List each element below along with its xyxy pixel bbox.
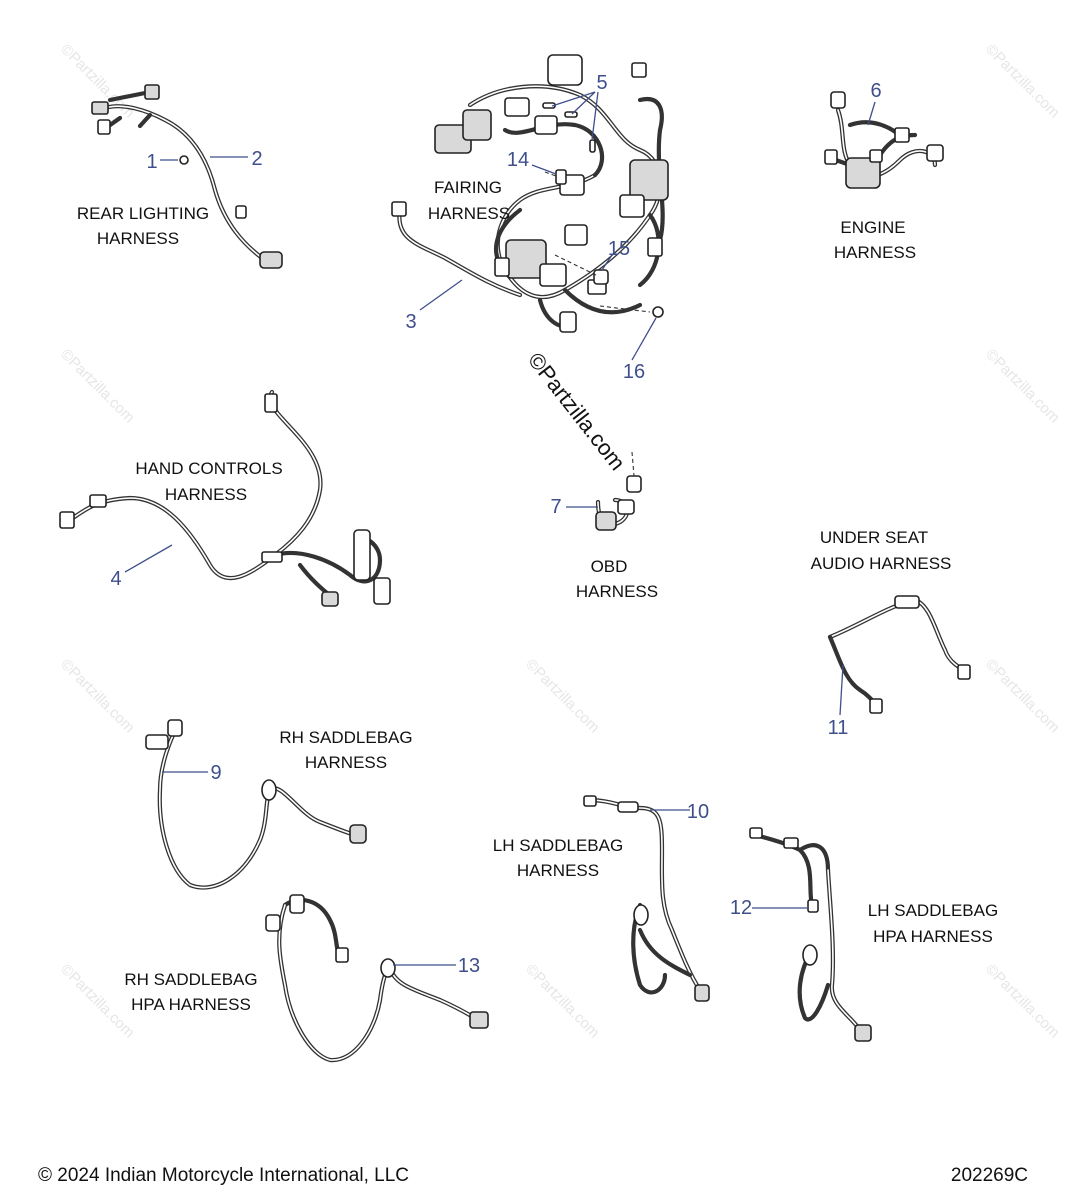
rh-saddlebag-harness	[145, 719, 367, 890]
label-lh-saddlebag-2: HARNESS	[517, 861, 599, 880]
callout-leader-4	[124, 544, 173, 573]
callout-leader-11	[839, 664, 844, 716]
callout-9: 9	[210, 762, 221, 784]
label-rh-saddlebag-hpa-1: RH SADDLEBAG	[124, 970, 257, 989]
fairing-harness	[391, 54, 669, 333]
label-lh-saddlebag-hpa-1: LH SADDLEBAG	[868, 901, 998, 920]
obd-harness	[595, 475, 642, 531]
rear-lighting-harness	[91, 84, 283, 269]
section-labels: REAR LIGHTING HARNESS FAIRING HARNESS EN…	[77, 178, 998, 1014]
callout-5: 5	[596, 72, 607, 94]
label-rh-saddlebag-hpa-2: HPA HARNESS	[131, 995, 251, 1014]
callout-numbers: 1 2 3 4 5 6 7 9 10 11 12 13 14 15 16	[110, 72, 881, 977]
callout-leader-3	[419, 279, 463, 311]
label-obd-1: OBD	[591, 557, 628, 576]
watermark-tile: ©Partzilla.com	[982, 656, 1063, 737]
footer-diagram-id: 202269C	[950, 1165, 1028, 1186]
callout-leader-14	[531, 164, 557, 175]
callout-leader-15	[601, 254, 613, 271]
hand-controls-harness	[59, 389, 391, 607]
watermark-tile: ©Partzilla.com	[57, 656, 138, 737]
label-fairing-1: FAIRING	[434, 178, 502, 197]
callout-12: 12	[730, 897, 752, 919]
label-fairing-2: HARNESS	[428, 204, 510, 223]
callout-10: 10	[687, 801, 709, 823]
callout-16: 16	[623, 361, 645, 383]
label-lh-saddlebag-hpa-2: HPA HARNESS	[873, 927, 993, 946]
callout-leader-6	[867, 101, 876, 126]
watermark-tile: ©Partzilla.com	[522, 961, 603, 1042]
callout-6: 6	[870, 80, 881, 102]
callout-2: 2	[251, 148, 262, 170]
rh-saddlebag-hpa-harness	[265, 894, 489, 1063]
watermark-tile: ©Partzilla.com	[57, 346, 138, 427]
callout-4: 4	[110, 568, 121, 590]
under-seat-audio-harness	[827, 595, 971, 714]
watermark-tile: ©Partzilla.com	[982, 346, 1063, 427]
callout-3: 3	[405, 311, 416, 333]
footer-copyright: © 2024 Indian Motorcycle International, …	[38, 1165, 409, 1186]
obd-pointer	[631, 451, 635, 477]
callout-leader-16	[631, 317, 657, 361]
label-engine-1: ENGINE	[840, 218, 905, 237]
lh-saddlebag-hpa-harness	[749, 827, 872, 1042]
label-hand-controls-2: HARNESS	[165, 485, 247, 504]
watermark-tile: ©Partzilla.com	[982, 961, 1063, 1042]
callout-15: 15	[608, 238, 630, 260]
callout-14: 14	[507, 149, 529, 171]
callout-7: 7	[550, 496, 561, 518]
callout-1: 1	[146, 151, 157, 173]
label-engine-2: HARNESS	[834, 243, 916, 262]
callout-13: 13	[458, 955, 480, 977]
engine-harness	[824, 91, 944, 189]
watermark-tile: ©Partzilla.com	[982, 41, 1063, 122]
label-rh-saddlebag-2: HARNESS	[305, 753, 387, 772]
watermark-center: ©Partzilla.com	[523, 348, 630, 475]
callout-11: 11	[828, 717, 849, 739]
label-lh-saddlebag-1: LH SADDLEBAG	[493, 836, 623, 855]
lh-saddlebag-harness	[583, 795, 710, 1002]
callout-leader-5	[551, 91, 599, 141]
label-hand-controls-1: HAND CONTROLS	[135, 459, 282, 478]
label-rh-saddlebag-1: RH SADDLEBAG	[279, 728, 412, 747]
label-rear-lighting-1: REAR LIGHTING	[77, 204, 209, 223]
label-under-seat-1: UNDER SEAT	[820, 528, 928, 547]
label-under-seat-2: AUDIO HARNESS	[811, 554, 952, 573]
label-obd-2: HARNESS	[576, 582, 658, 601]
label-rear-lighting-2: HARNESS	[97, 229, 179, 248]
watermark-tile: ©Partzilla.com	[522, 656, 603, 737]
